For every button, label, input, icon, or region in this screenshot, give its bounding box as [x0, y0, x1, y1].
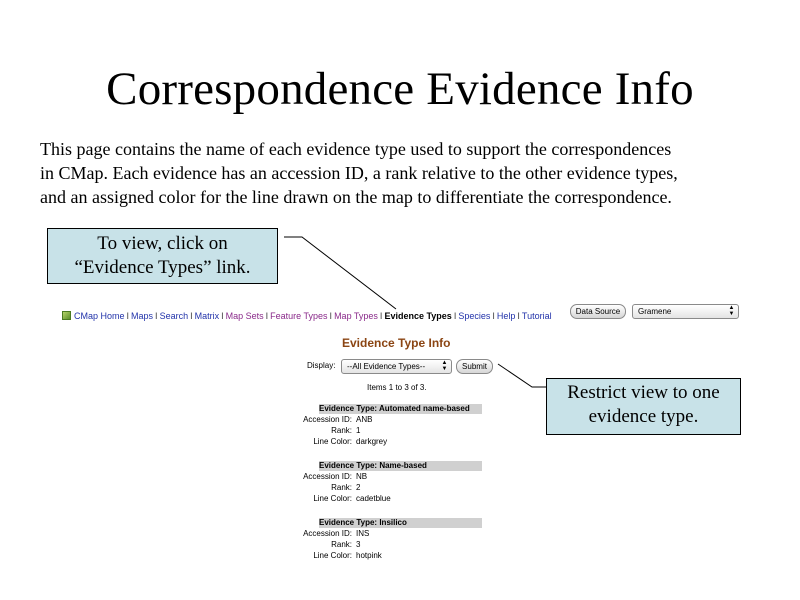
accession-value: ANB [356, 415, 373, 424]
nav-link-species[interactable]: Species [458, 311, 491, 321]
display-label: Display: [307, 361, 336, 370]
nav-link-map-sets[interactable]: Map Sets [225, 311, 264, 321]
callout-line: To view, click on [97, 233, 228, 254]
intro-line: This page contains the name of each evid… [40, 139, 672, 159]
evidence-record: Evidence Type: Insilico Accession ID: INS… [303, 518, 482, 561]
submit-button[interactable]: Submit [456, 359, 493, 374]
data-source-button[interactable]: Data Source [570, 304, 626, 319]
page-heading: Evidence Type Info [342, 336, 451, 350]
field-label: Evidence Type: [319, 404, 378, 413]
intro-paragraph: This page contains the name of each evid… [40, 137, 770, 209]
nav-separator: I [221, 311, 224, 321]
rank-value: 1 [356, 426, 361, 435]
rank-row: Rank: 3 [319, 539, 482, 550]
nav-link-help[interactable]: Help [496, 311, 516, 321]
cmap-home-icon[interactable] [62, 311, 71, 320]
evidence-type-select[interactable]: --All Evidence Types-- ▲▼ [341, 359, 452, 374]
evidence-type-row: Evidence Type: Automated name-based [319, 404, 482, 414]
nav-separator: I [329, 311, 333, 321]
rank-value: 3 [356, 540, 361, 549]
field-label: Line Color: [313, 437, 352, 446]
nav-link-feature-types[interactable]: Feature Types [270, 311, 328, 321]
field-label: Evidence Type: [319, 518, 378, 527]
line-color-value: darkgrey [356, 437, 388, 446]
line-color-row: Line Color: hotpink [313, 550, 482, 561]
accession-row: Accession ID: ANB [303, 414, 482, 425]
nav-separator: I [155, 311, 158, 321]
callout-line: “Evidence Types” link. [74, 257, 251, 278]
rank-row: Rank: 1 [319, 425, 482, 436]
line-color-row: Line Color: darkgrey [313, 436, 482, 447]
evidence-type-value: Name-based [379, 461, 427, 470]
evidence-type-row: Evidence Type: Insilico [319, 518, 482, 528]
intro-line: and an assigned color for the line drawn… [40, 187, 672, 207]
field-label: Line Color: [313, 494, 352, 503]
line-color-row: Line Color: cadetblue [313, 493, 482, 504]
slide-title: Correspondence Evidence Info [106, 63, 694, 115]
nav-separator: I [379, 311, 383, 321]
intro-line: in CMap. Each evidence has an accession … [40, 163, 678, 183]
evidence-type-value: Automated name-based [379, 404, 470, 413]
evidence-type-row: Evidence Type: Name-based [319, 461, 482, 471]
callout-view-evidence-types: To view, click on “Evidence Types” link. [47, 228, 278, 284]
nav-separator: I [492, 311, 495, 321]
items-count: Items 1 to 3 of 3. [367, 383, 427, 392]
nav-separator: I [517, 311, 520, 321]
nav-link-tutorial[interactable]: Tutorial [521, 311, 552, 321]
nav-link-maps[interactable]: Maps [131, 311, 154, 321]
evidence-type-selected: --All Evidence Types-- [347, 362, 426, 371]
accession-value: NB [356, 472, 368, 481]
evidence-record: Evidence Type: Name-based Accession ID: N… [303, 461, 482, 504]
field-label: Accession ID: [303, 529, 352, 538]
nav-link-search[interactable]: Search [159, 311, 189, 321]
leader-line-left [284, 236, 397, 310]
field-label: Rank: [331, 483, 352, 492]
select-arrows-icon: ▲▼ [441, 360, 448, 372]
field-label: Rank: [331, 540, 352, 549]
callout-line: evidence type. [588, 406, 699, 427]
rank-value: 2 [356, 483, 361, 492]
accession-row: Accession ID: INS [303, 528, 482, 539]
nav-separator: I [190, 311, 193, 321]
nav-link-evidence-types[interactable]: Evidence Types [384, 311, 452, 321]
nav-separator: I [126, 311, 130, 321]
leader-line-right [497, 363, 546, 388]
field-label: Accession ID: [303, 415, 352, 424]
field-label: Accession ID: [303, 472, 352, 481]
accession-value: INS [356, 529, 370, 538]
field-label: Evidence Type: [319, 461, 378, 470]
select-arrows-icon: ▲▼ [728, 305, 735, 317]
data-source-selected: Gramene [638, 307, 672, 316]
data-source-select[interactable]: Gramene ▲▼ [632, 304, 739, 319]
line-color-value: hotpink [356, 551, 382, 560]
rank-row: Rank: 2 [319, 482, 482, 493]
accession-row: Accession ID: NB [303, 471, 482, 482]
callout-line: Restrict view to one [567, 382, 720, 403]
nav-link-map-types[interactable]: Map Types [334, 311, 378, 321]
nav-separator: I [453, 311, 457, 321]
evidence-record: Evidence Type: Automated name-based Acce… [303, 404, 482, 447]
line-color-value: cadetblue [356, 494, 391, 503]
field-label: Line Color: [313, 551, 352, 560]
nav-link-cmap-home[interactable]: CMap Home [74, 311, 125, 321]
nav-link-matrix[interactable]: Matrix [194, 311, 220, 321]
field-label: Rank: [331, 426, 352, 435]
nav-separator: I [265, 311, 269, 321]
evidence-type-value: Insilico [379, 518, 407, 527]
callout-restrict-view: Restrict view to one evidence type. [546, 378, 741, 435]
